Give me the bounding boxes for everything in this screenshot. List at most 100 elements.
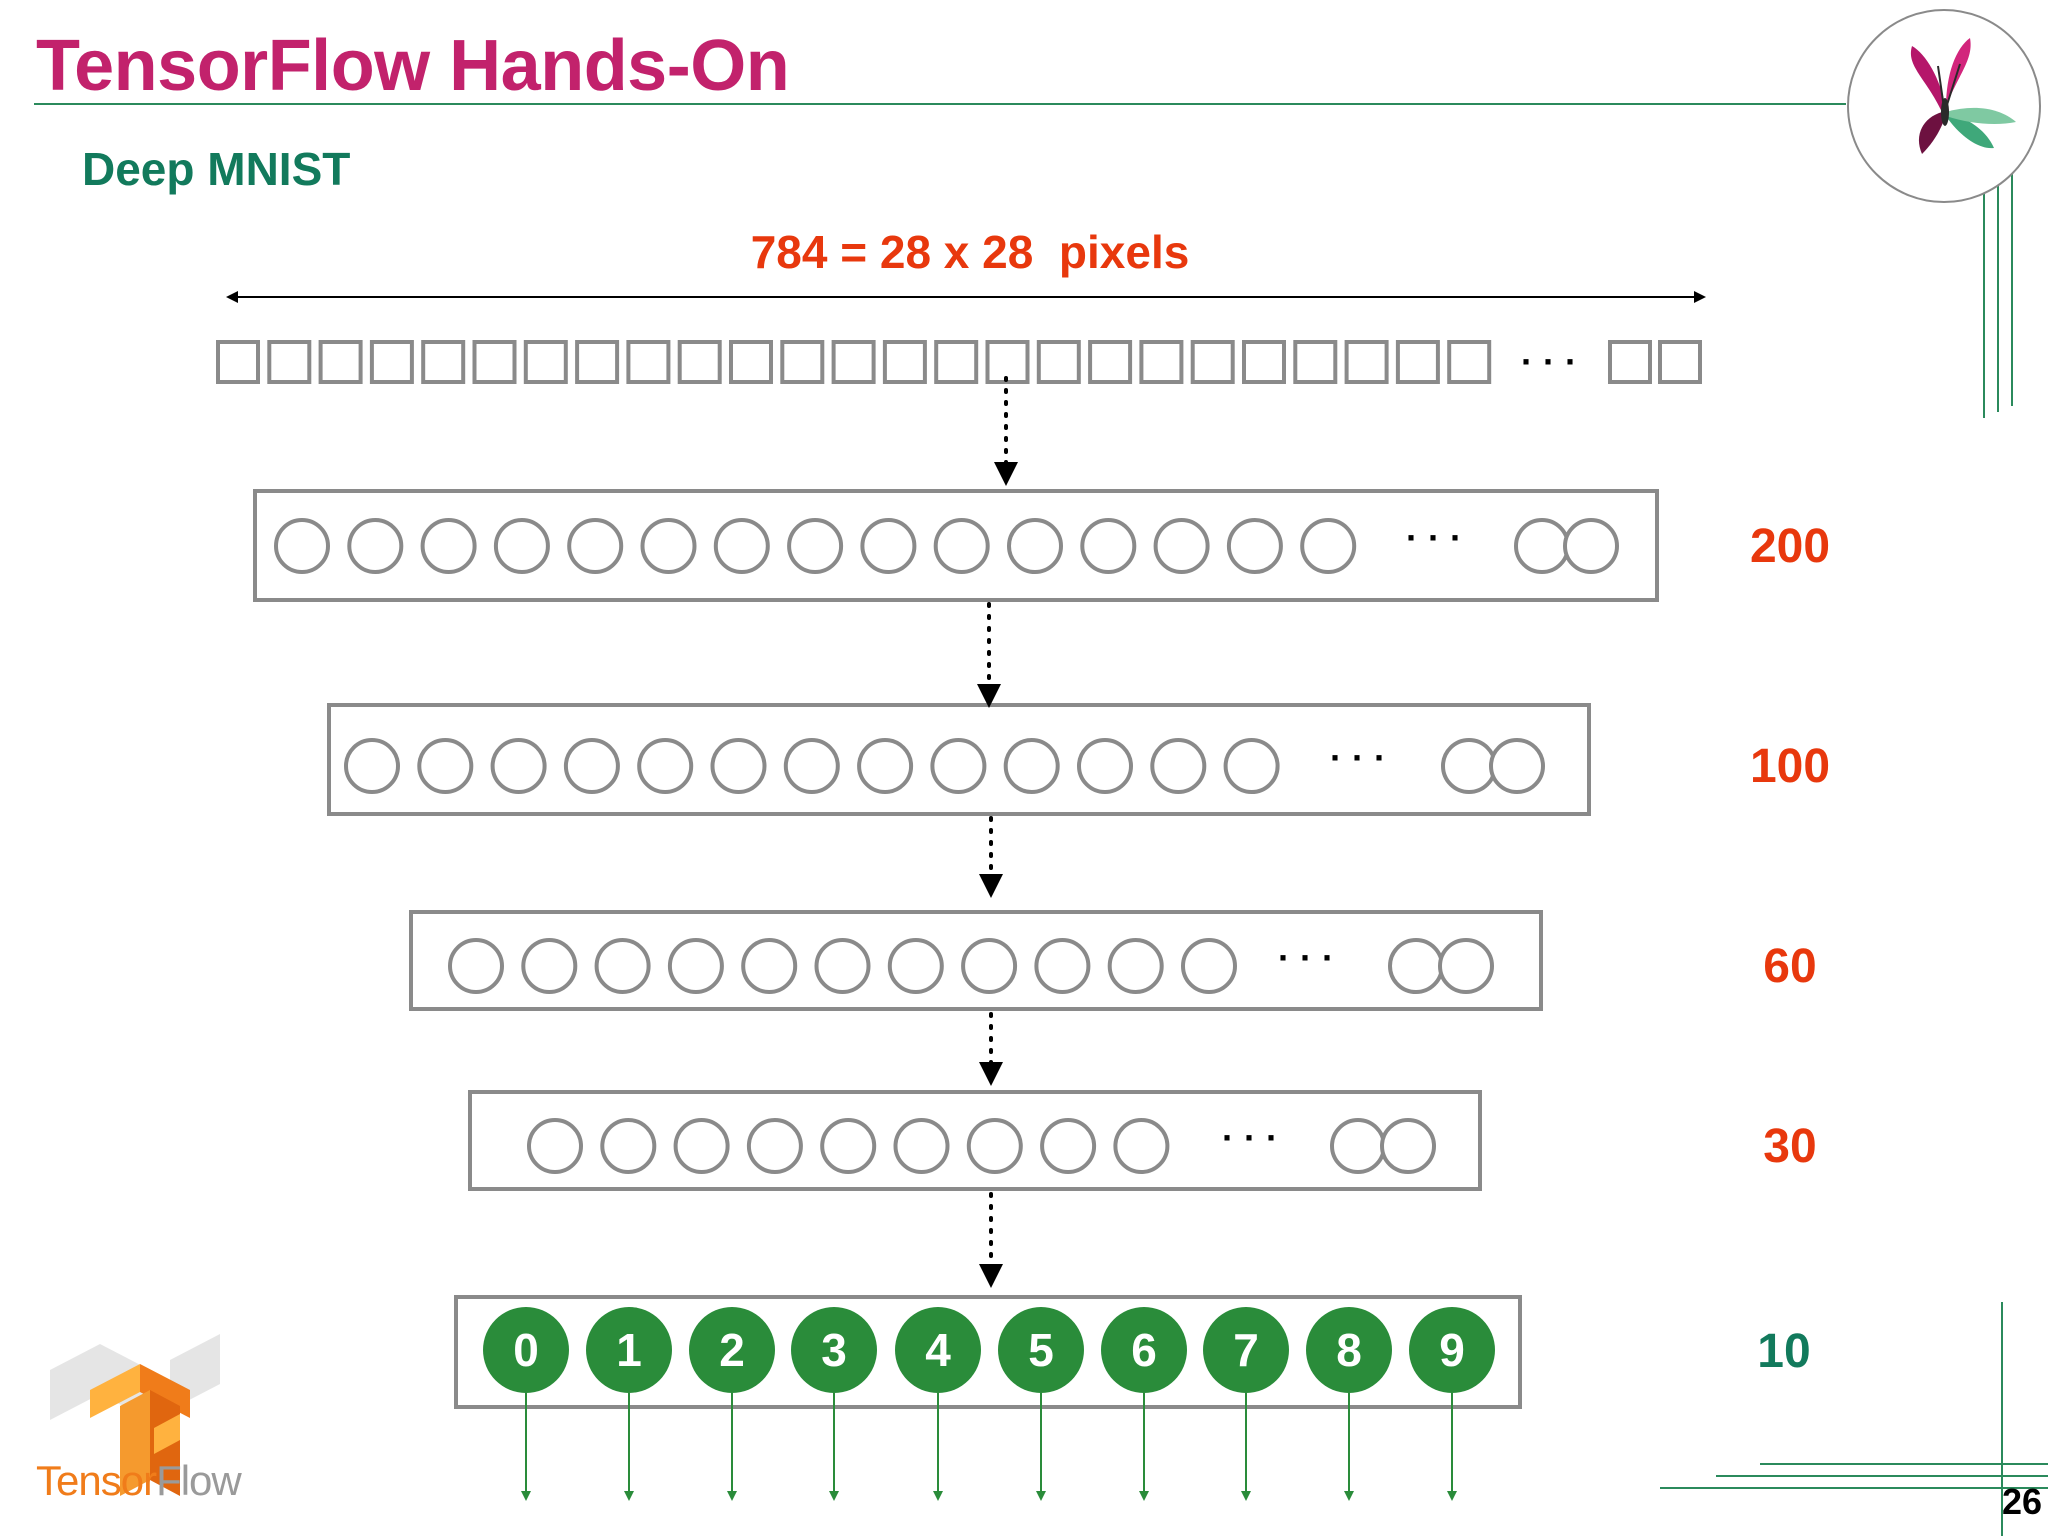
output-neuron xyxy=(689,1307,775,1393)
layer-size-label: 30 xyxy=(1763,1120,1816,1173)
neuron xyxy=(1007,518,1063,574)
output-neuron xyxy=(998,1307,1084,1393)
output-neuron xyxy=(895,1307,981,1393)
neuron xyxy=(673,1118,730,1174)
neuron xyxy=(274,518,330,574)
hidden-layer: · · ·30 xyxy=(468,1090,1817,1191)
neuron xyxy=(1034,938,1091,994)
neuron xyxy=(820,1118,877,1174)
output-digit-label: 8 xyxy=(1336,1324,1362,1376)
neuron xyxy=(933,518,990,574)
neuron xyxy=(667,938,724,994)
neuron xyxy=(1330,1118,1386,1174)
hidden-layer: · · ·60 xyxy=(409,910,1817,1011)
input-pixel-row xyxy=(216,340,1702,384)
input-pixel xyxy=(369,340,414,384)
tensorflow-logo-icon xyxy=(50,1334,220,1496)
neuron xyxy=(600,1118,657,1174)
neuron xyxy=(783,738,840,794)
input-pixel xyxy=(677,340,722,384)
output-digit-label: 2 xyxy=(719,1324,745,1376)
neuron xyxy=(887,938,944,994)
neuron xyxy=(1388,938,1444,994)
output-neuron xyxy=(1306,1307,1392,1393)
neuron xyxy=(640,518,697,574)
neuron xyxy=(893,1118,950,1174)
neuron xyxy=(787,518,844,574)
output-neuron xyxy=(791,1307,877,1393)
neuron xyxy=(1514,518,1570,574)
output-neuron xyxy=(1409,1307,1495,1393)
output-node: 9 xyxy=(1409,1307,1495,1501)
neuron xyxy=(713,518,770,574)
neuron xyxy=(567,518,624,574)
neuron xyxy=(347,518,404,574)
output-digit-label: 7 xyxy=(1233,1324,1259,1376)
neuron xyxy=(344,738,400,794)
neuron xyxy=(1113,1118,1170,1174)
layer-size-label: 60 xyxy=(1763,940,1816,993)
neuron xyxy=(490,738,547,794)
neuron xyxy=(1077,738,1133,794)
neuron xyxy=(420,518,477,574)
output-neuron xyxy=(483,1307,569,1393)
butterfly-icon xyxy=(1847,9,2041,203)
hidden-layer: · · · 200 xyxy=(253,489,1830,602)
neuron xyxy=(1226,518,1283,574)
input-pixel xyxy=(1447,340,1492,384)
output-node: 2 xyxy=(689,1307,775,1501)
input-pixel xyxy=(1395,340,1440,384)
page-number: 26 xyxy=(2002,1481,2043,1522)
output-digit-label: 0 xyxy=(513,1324,539,1376)
input-pixel xyxy=(882,340,927,384)
output-node: 3 xyxy=(791,1307,877,1501)
neuron xyxy=(637,738,694,794)
output-neuron xyxy=(1203,1307,1289,1393)
output-node: 8 xyxy=(1306,1307,1392,1501)
neuron xyxy=(594,938,651,994)
neuron xyxy=(710,738,767,794)
input-pixel xyxy=(318,340,363,384)
neuron xyxy=(966,1118,1023,1174)
tensorflow-wordmark: TensorFlow xyxy=(36,1457,242,1504)
neuron xyxy=(741,938,798,994)
neuron xyxy=(1489,738,1545,794)
neuron xyxy=(857,738,914,794)
input-pixel xyxy=(267,340,312,384)
output-node: 6 xyxy=(1101,1307,1187,1501)
layer-size-label: 200 xyxy=(1750,520,1830,573)
wordmark-flow: Flow xyxy=(156,1457,242,1504)
input-pixel xyxy=(472,340,517,384)
input-pixel xyxy=(1608,340,1652,384)
neuron xyxy=(814,938,871,994)
input-pixel xyxy=(1658,340,1702,384)
input-pixel xyxy=(1036,340,1081,384)
input-pixel xyxy=(831,340,876,384)
hidden-layer: · · ·100 xyxy=(327,703,1830,816)
neuron xyxy=(527,1118,583,1174)
neuron xyxy=(1380,1118,1436,1174)
slide-subtitle: Deep MNIST xyxy=(82,143,351,195)
layer-size-label: 100 xyxy=(1750,740,1830,793)
neuron xyxy=(1438,938,1494,994)
input-size-label: 784 = 28 x 28 pixels xyxy=(751,226,1190,278)
input-pixel xyxy=(985,340,1030,384)
neuron xyxy=(1223,738,1280,794)
output-digit-label: 6 xyxy=(1131,1324,1157,1376)
neuron xyxy=(1150,738,1207,794)
neuron xyxy=(1107,938,1164,994)
layer-ellipsis: · · · xyxy=(1406,517,1462,558)
neuron xyxy=(1040,1118,1097,1174)
neuron xyxy=(448,938,504,994)
neuron xyxy=(1441,738,1497,794)
input-pixel xyxy=(1242,340,1286,384)
output-neuron xyxy=(586,1307,672,1393)
input-pixel xyxy=(1088,340,1133,384)
input-ellipsis: · · · xyxy=(1521,341,1577,382)
input-pixel xyxy=(1293,340,1338,384)
input-pixel xyxy=(421,340,466,384)
output-node: 0 xyxy=(483,1307,569,1501)
